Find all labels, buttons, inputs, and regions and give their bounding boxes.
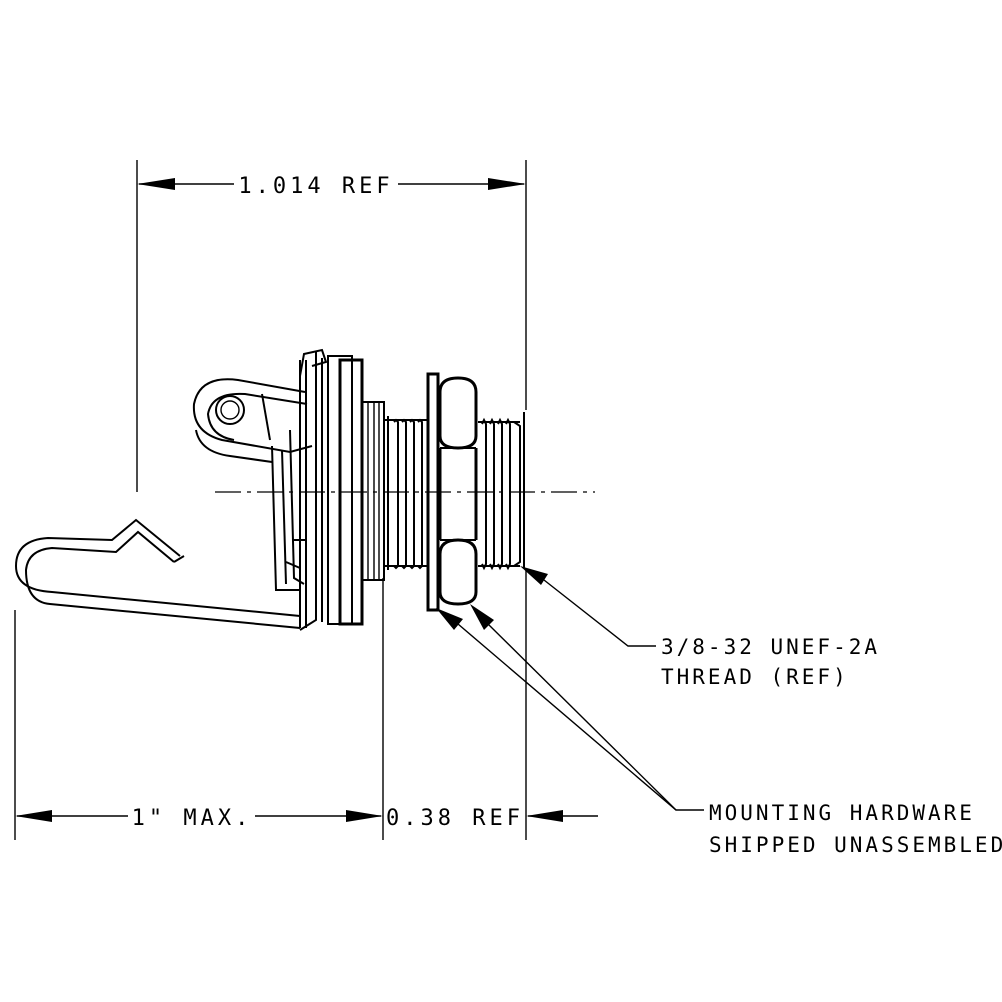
arrowhead-right: [488, 178, 526, 190]
jack-frame: [271, 348, 385, 631]
arrowhead-body-left: [15, 810, 52, 822]
arrowhead-thread: [526, 810, 563, 822]
hardware-leaders: [436, 604, 704, 811]
arrowhead-body-right: [346, 810, 383, 822]
thread-leader-arrowhead: [520, 566, 548, 585]
thread-length-label: 0.38 REF: [386, 806, 524, 831]
thread-length-dimension: 0.38 REF: [386, 568, 598, 840]
overall-length-label: 1.014 REF: [238, 174, 393, 199]
hex-nut: [438, 376, 478, 606]
body-length-dimension: 1" MAX.: [14, 578, 384, 840]
overall-length-dimension: 1.014 REF: [136, 160, 527, 492]
arrowhead-left: [137, 178, 175, 190]
spring-contact: [14, 518, 301, 629]
nut-leader-arrowhead: [470, 604, 494, 630]
hardware-note-line1: MOUNTING HARDWARE: [709, 801, 975, 825]
threaded-bushing-inner: [383, 416, 429, 570]
threaded-bushing-outer: [478, 412, 525, 571]
lug-hole: [215, 395, 245, 425]
thread-note-line1: 3/8-32 UNEF-2A: [661, 635, 880, 659]
solder-lug: [192, 378, 313, 463]
washer-leader-arrowhead: [436, 608, 463, 630]
hardware-note-line2: SHIPPED UNASSEMBLED: [709, 833, 1002, 857]
thread-leader: [520, 566, 656, 647]
thread-note-line2: THREAD (REF): [661, 665, 849, 689]
body-length-label: 1" MAX.: [132, 806, 253, 831]
washer: [426, 372, 440, 612]
